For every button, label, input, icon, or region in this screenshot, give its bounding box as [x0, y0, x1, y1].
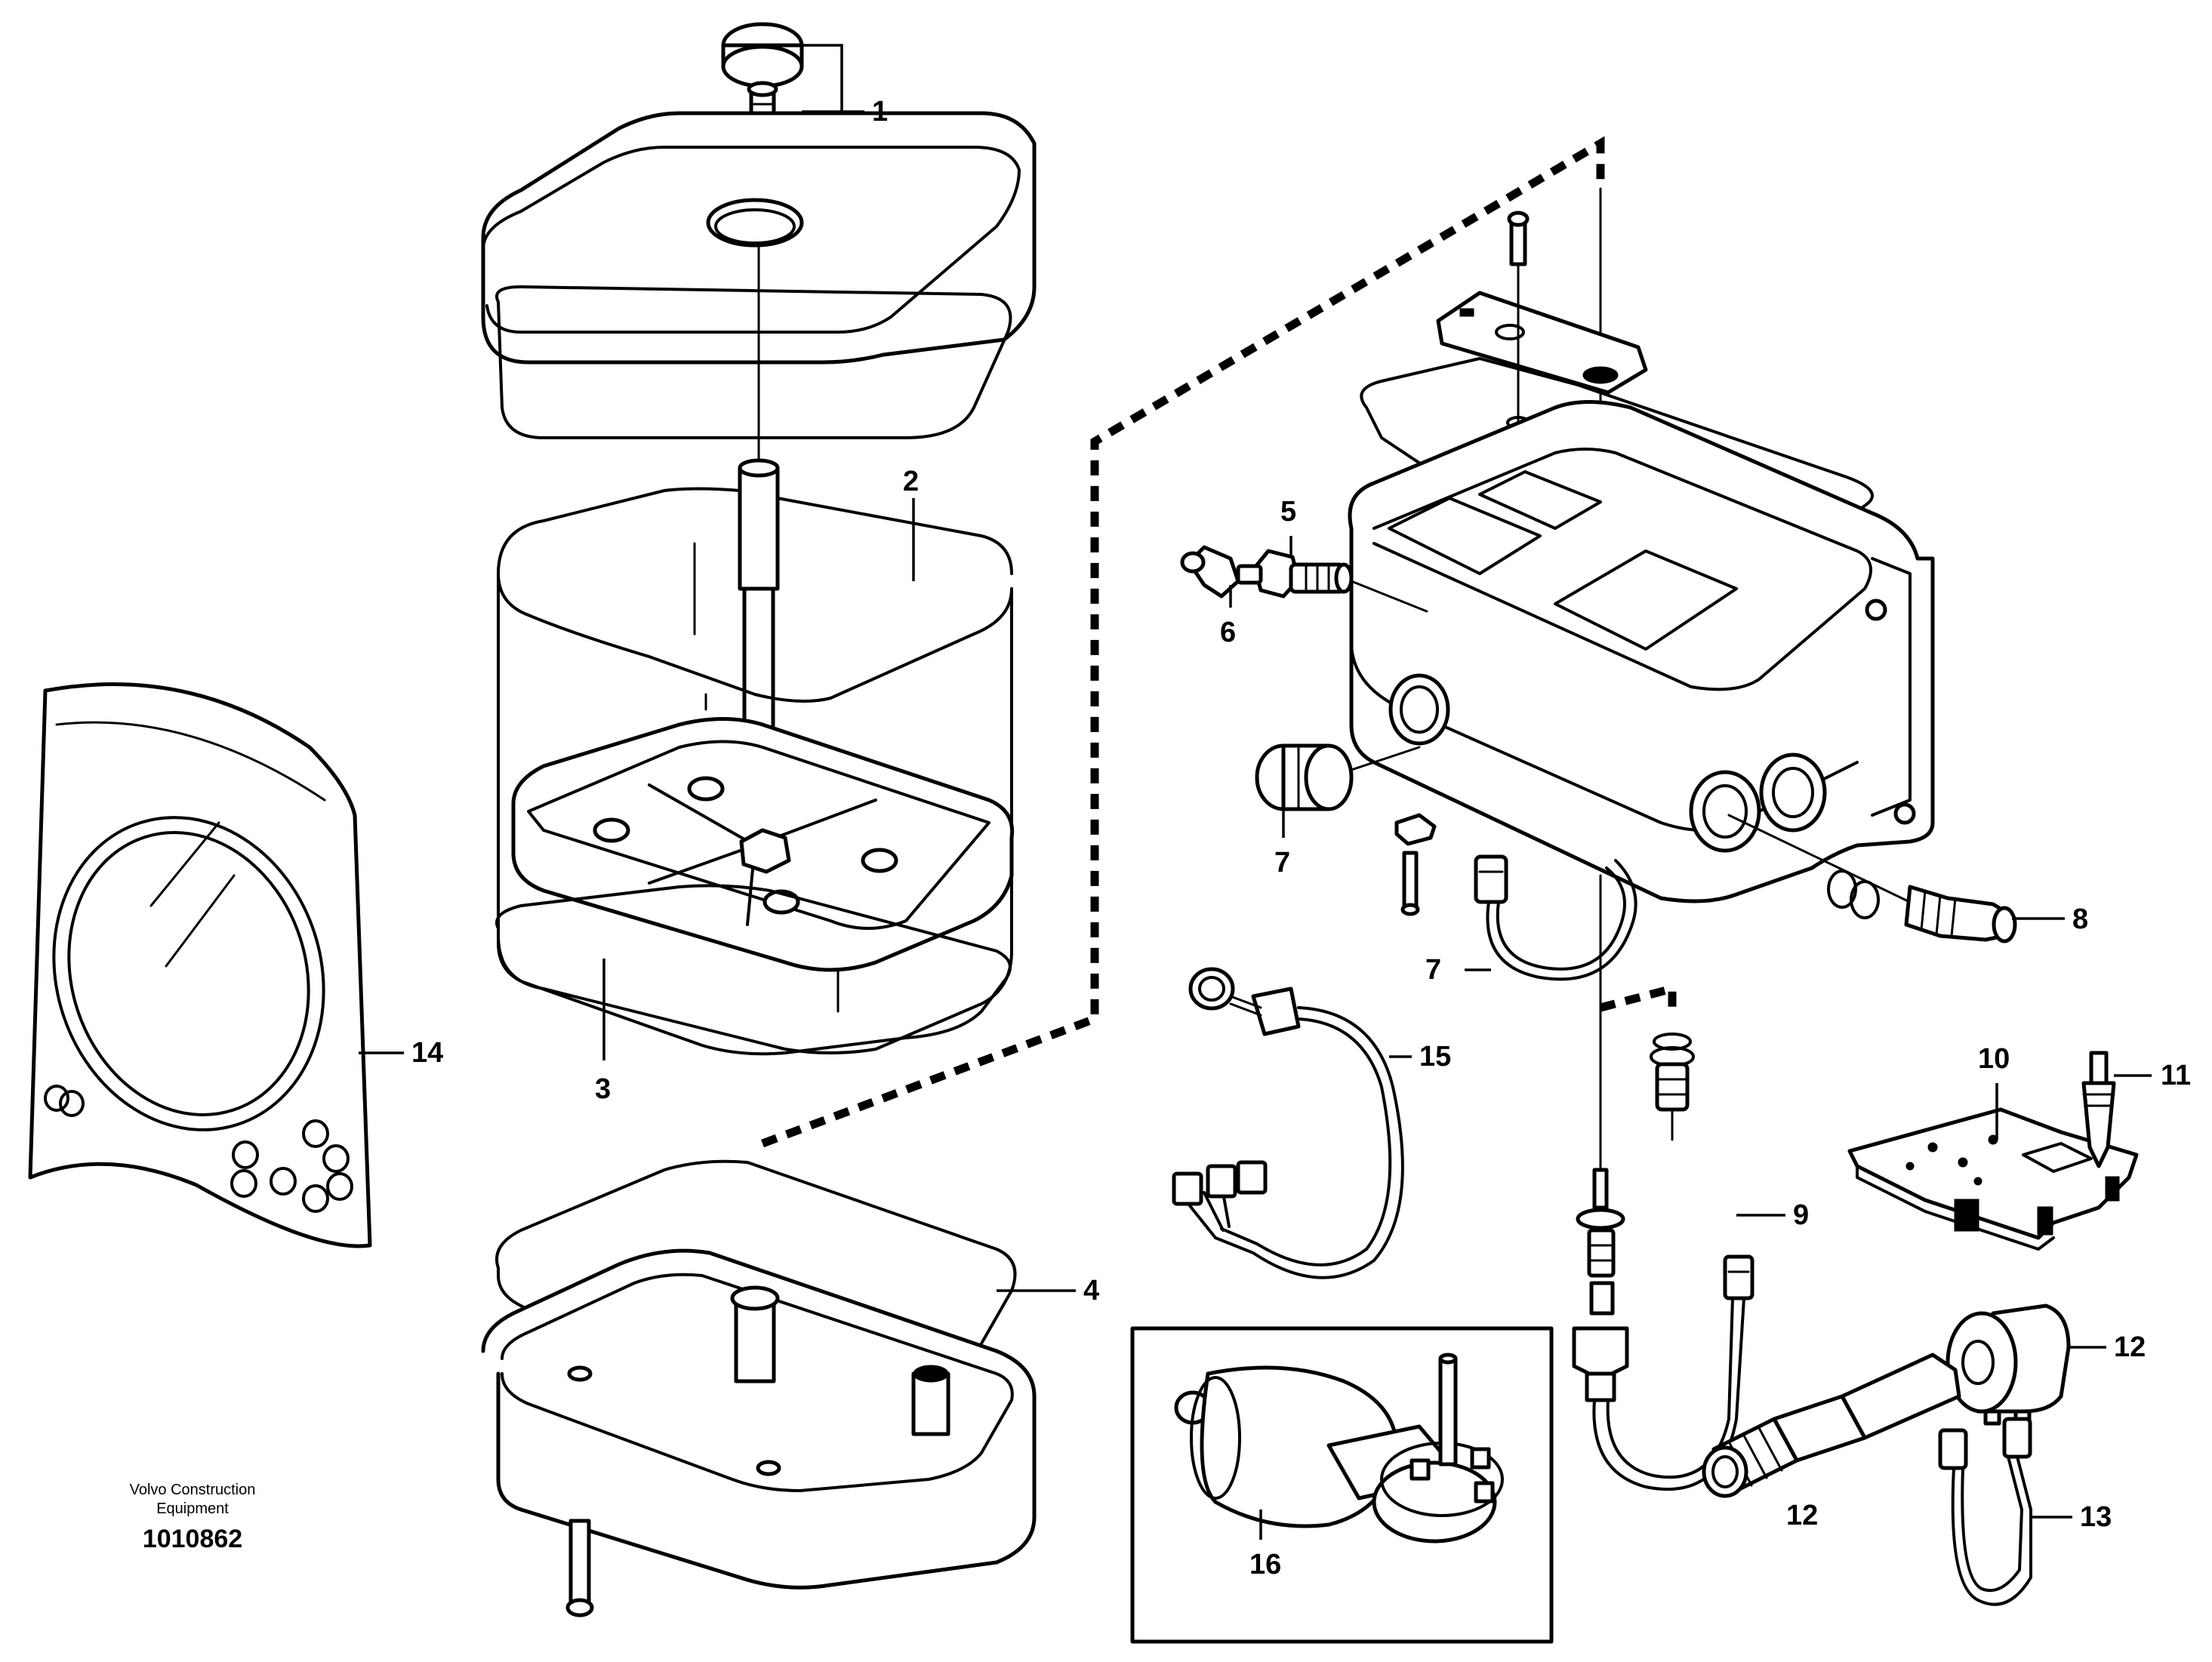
callout-3: 3 [595, 1073, 611, 1105]
callout-12-coil: 12 [2114, 1331, 2146, 1363]
callout-9: 9 [1793, 1199, 1809, 1231]
callout-16: 16 [1249, 1549, 1281, 1580]
callout-10: 10 [1978, 1043, 2010, 1075]
callout-6: 6 [1220, 617, 1236, 648]
part-12-valve-cartridge [1702, 1353, 1961, 1498]
callout-4: 4 [1083, 1275, 1099, 1307]
callout-12-cartridge: 12 [1786, 1500, 1818, 1531]
callout-2: 2 [903, 466, 919, 497]
part-6-elbow-fitting [1180, 545, 1263, 599]
part-14-filter-bag [28, 682, 372, 1248]
assembly-separator-dashed-line [761, 136, 1605, 1148]
part-8-hose-fitting [1727, 814, 2017, 943]
credit-line-2: Equipment [156, 1500, 229, 1517]
callout-5: 5 [1280, 496, 1296, 528]
callout-15: 15 [1419, 1041, 1451, 1073]
part-15-wire-harness [1172, 967, 1404, 1279]
callout-8: 8 [2072, 903, 2088, 935]
callout-1: 1 [872, 96, 888, 128]
tank-top-cover [481, 111, 1037, 469]
document-number: 1010862 [143, 1525, 242, 1553]
part-12-solenoid-coil [1946, 1303, 2071, 1426]
part-9-sensor-wire [1572, 1033, 1755, 1491]
top-cover-gasket [495, 285, 1012, 439]
credit-line-1: Volvo Construction [130, 1482, 256, 1498]
part-10-circuit-board [1847, 1107, 2139, 1251]
callout-7-plug: 7 [1274, 847, 1290, 879]
callout-14: 14 [411, 1037, 443, 1069]
callout-7-wire: 7 [1425, 954, 1441, 986]
callout-leader-lines [359, 498, 2152, 1540]
part-7-plug [1255, 743, 1421, 811]
part-11-pin [2081, 1051, 2116, 1168]
stem-dashed-line [1599, 983, 1677, 1015]
callout-11: 11 [2161, 1060, 2191, 1091]
tank-inner-tray [511, 717, 1015, 972]
callout-13: 13 [2080, 1501, 2112, 1533]
part-7-wire-harness [1474, 854, 1637, 981]
part-4-base-pan [481, 1159, 1037, 1617]
part-13-wire-harness [1938, 1417, 2032, 1606]
valve-cover-plate [1436, 211, 1648, 429]
cable-clip [1394, 813, 1437, 916]
valve-housing [1348, 400, 1935, 903]
part-16-inset-pump [1130, 1326, 1554, 1644]
part-5-nipple-fitting [1252, 549, 1428, 613]
part-3-lower-gasket [495, 884, 1012, 1056]
